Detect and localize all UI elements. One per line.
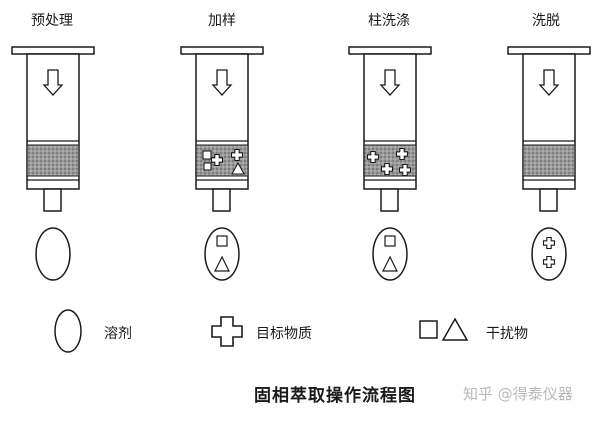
stage-title-washing: 柱洗涤 [368, 13, 410, 29]
interferent-triangle-icon [382, 255, 398, 272]
collection-vessel-loading [204, 227, 240, 281]
stage-title-loading: 加样 [208, 13, 236, 29]
cartridge-cap [348, 46, 432, 55]
legend-target-cross-icon [211, 316, 243, 347]
stage-title-pretreatment: 预处理 [31, 13, 73, 29]
cartridge-tip [212, 188, 231, 212]
cartridge-pretreatment [11, 46, 95, 212]
down-arrow-icon [42, 69, 64, 96]
cartridge-washing [348, 46, 432, 212]
down-arrow-icon [538, 69, 560, 96]
legend-interferent-square-icon [419, 320, 438, 339]
stage-title-elution: 洗脱 [532, 13, 560, 29]
figure-caption: 固相萃取操作流程图 [254, 386, 416, 406]
interferent-square-icon [203, 162, 212, 171]
cartridge-tip [539, 188, 558, 212]
cartridge-loading [180, 46, 264, 212]
cartridge-cap [11, 46, 95, 55]
interferent-square-icon [216, 235, 228, 247]
collection-vessel-pretreatment [35, 227, 71, 281]
cartridge-cap [507, 46, 591, 55]
sorbent-bed [522, 144, 576, 177]
collection-vessel-washing [372, 227, 408, 281]
legend-interferent-triangle-icon [441, 317, 469, 341]
interferent-square-icon [384, 235, 396, 247]
legend-interferent-label: 干扰物 [486, 326, 528, 342]
legend-solvent-icon [54, 309, 82, 353]
down-arrow-icon [379, 69, 401, 96]
interferent-triangle-icon [214, 255, 230, 272]
cartridge-cap [180, 46, 264, 55]
legend-solvent-label: 溶剂 [104, 326, 132, 342]
down-arrow-icon [211, 69, 233, 96]
cartridge-tip [43, 188, 62, 212]
legend-target-label: 目标物质 [256, 326, 312, 342]
interferent-square-icon [202, 150, 212, 160]
watermark: 知乎 @得泰仪器 [463, 385, 573, 403]
interferent-triangle-icon [231, 161, 245, 175]
cartridge-tip [380, 188, 399, 212]
sorbent-bed [26, 144, 80, 177]
cartridge-elution [507, 46, 591, 212]
collection-vessel-elution [531, 227, 567, 281]
